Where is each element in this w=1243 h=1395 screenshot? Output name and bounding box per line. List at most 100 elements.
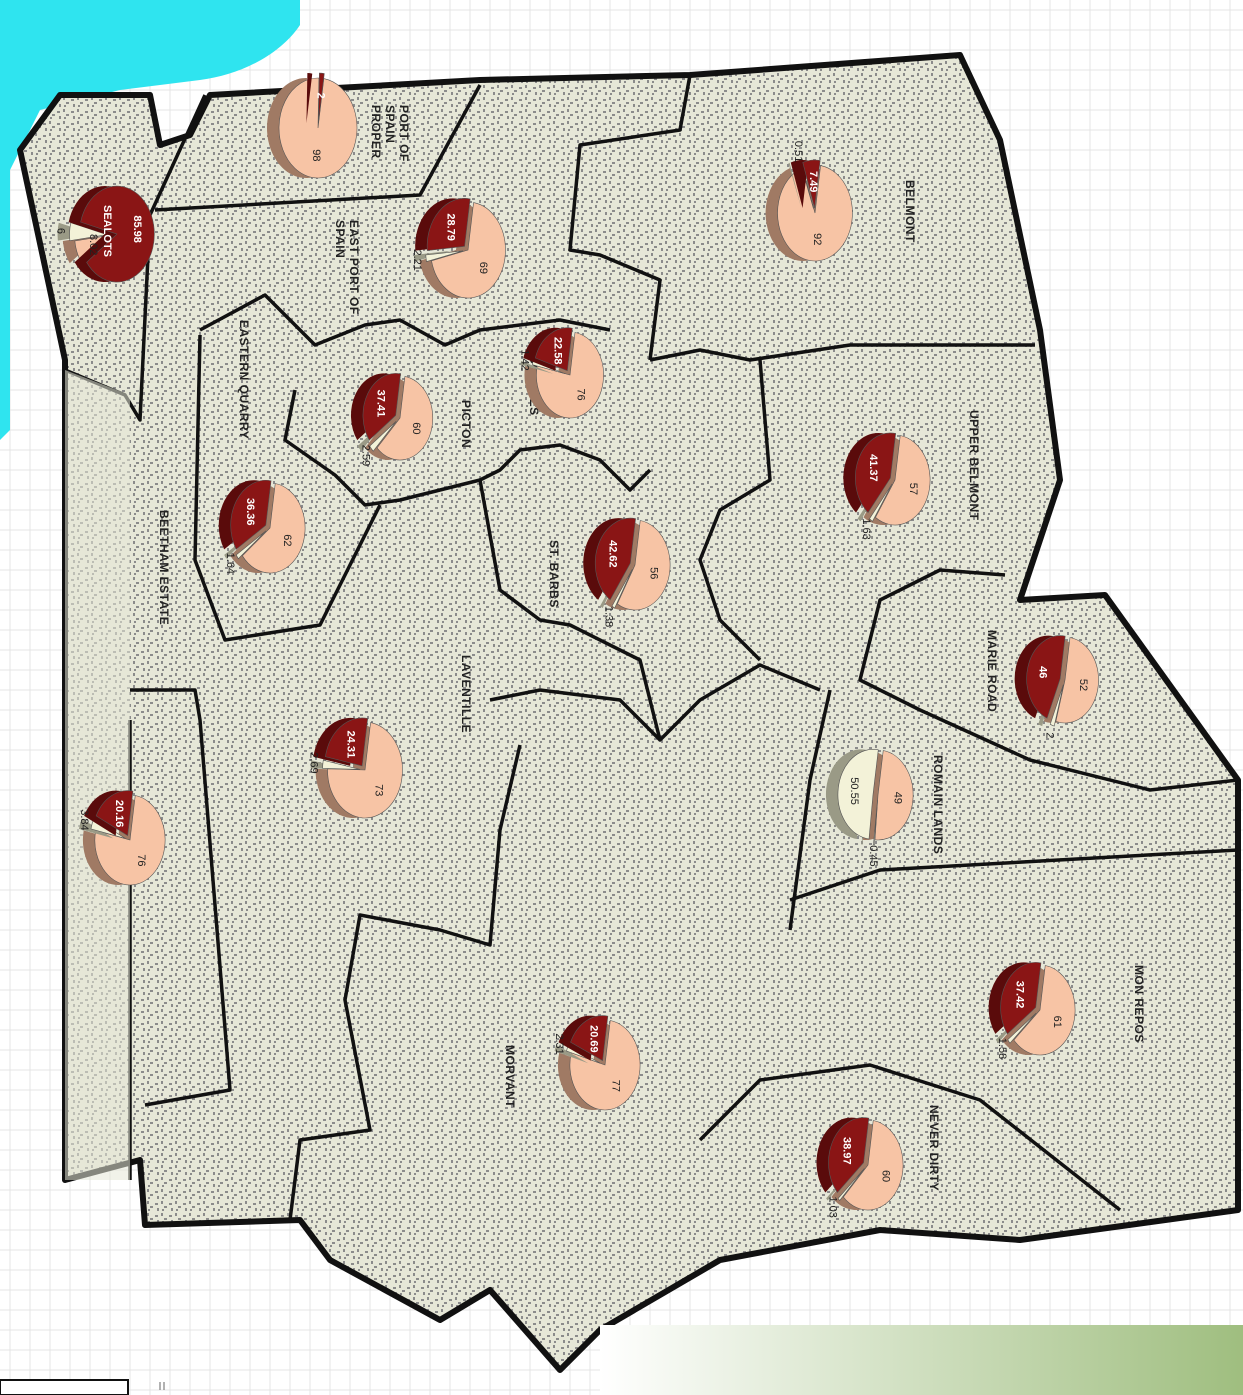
pie-value-label: 2.69 bbox=[308, 752, 320, 773]
pie-slice-c bbox=[1007, 1012, 1037, 1044]
pie-value-label: 60 bbox=[410, 422, 422, 434]
sea-water bbox=[0, 0, 300, 440]
pie-slice-side-c bbox=[520, 360, 554, 374]
district-name: SPAIN bbox=[333, 220, 347, 258]
pie-value-label: 20.16 bbox=[113, 800, 125, 828]
pie-slice-b bbox=[230, 479, 272, 550]
pie-value-label: 37.42 bbox=[1013, 981, 1025, 1009]
pie-slice-c bbox=[235, 530, 267, 560]
pie-value-label: 0.45 bbox=[867, 845, 879, 866]
pie-value-label: 3.84 bbox=[78, 809, 90, 830]
pie-slice-c bbox=[611, 569, 633, 609]
scale-box bbox=[0, 1379, 129, 1395]
district-label-morvant: MORVANT bbox=[503, 1045, 517, 1108]
district-label-upper-belmont: UPPER BELMONT bbox=[967, 410, 981, 521]
pie-slice-a bbox=[431, 202, 506, 299]
pie-value-label: 1.63 bbox=[860, 518, 872, 539]
pie-value-label: 62 bbox=[281, 534, 293, 546]
pie-value-label: 1.58 bbox=[996, 1038, 1008, 1059]
pie-slice-b bbox=[837, 749, 879, 840]
pie-value-label: 1.38 bbox=[603, 606, 615, 627]
pie-value-label: 1.42 bbox=[519, 349, 531, 370]
pie-value-label: 46 bbox=[1037, 666, 1049, 678]
district-name: PICTON bbox=[459, 400, 473, 448]
north-arrow-icon bbox=[159, 1382, 165, 1390]
legend-bar bbox=[600, 1325, 1243, 1395]
pie-slice-a bbox=[278, 77, 358, 179]
district-name: PORT OF bbox=[397, 105, 411, 162]
pie-value-label: 2.21 bbox=[411, 249, 423, 270]
pie-slice-b bbox=[80, 185, 155, 283]
pie-slice-a bbox=[616, 520, 671, 611]
pie-value-label: 36.36 bbox=[244, 498, 256, 526]
pie-value-label: 8.02 bbox=[87, 234, 99, 255]
pie-value-label: 73 bbox=[372, 784, 384, 796]
district-name: LAVENTILLE bbox=[459, 655, 473, 733]
pie-value-label: 60 bbox=[879, 1170, 891, 1182]
pie-mon-repos: 61 1.58 37.42 bbox=[988, 962, 1076, 1059]
pie-slice-a bbox=[327, 722, 403, 819]
pie-value-label: 2 bbox=[1044, 732, 1056, 738]
pie-slice-a bbox=[875, 435, 931, 526]
district-label-never-dirty: NEVER DIRTY bbox=[927, 1105, 941, 1191]
pie-value-label: 2.31 bbox=[553, 1033, 565, 1054]
district-label-belmont: BELMONT bbox=[903, 180, 917, 243]
pie-slice-b bbox=[594, 517, 636, 601]
pie-value-label: 76 bbox=[135, 854, 147, 866]
district-name: MARIE ROAD bbox=[985, 630, 999, 712]
pie-value-label: 41.37 bbox=[867, 454, 879, 482]
district-label-marie-road: MARIE ROAD bbox=[985, 630, 999, 712]
pie-slice-side-b bbox=[306, 73, 313, 124]
district-label-mon-repos: MON REPOS bbox=[1132, 965, 1146, 1043]
pie-marie-road: 52 2 46 bbox=[1014, 635, 1099, 738]
pie-slice-b bbox=[828, 1117, 870, 1194]
pie-slice-c bbox=[369, 421, 397, 452]
beetham-strip bbox=[65, 370, 130, 1180]
pie-value-label: 56 bbox=[647, 567, 659, 579]
pie-value-label: 20.69 bbox=[587, 1025, 599, 1053]
pie-slice-b bbox=[570, 1015, 609, 1062]
pie-slice-a bbox=[376, 376, 434, 461]
pie-value-label: 69 bbox=[477, 262, 489, 274]
pie-value-label: 61 bbox=[1051, 1016, 1063, 1028]
pie-slice-c bbox=[425, 250, 464, 262]
pie-value-label: 0.51 bbox=[792, 141, 804, 162]
district-label-romain-lands: ROMAIN LANDS bbox=[931, 755, 945, 854]
pie-value-label: 42.62 bbox=[607, 540, 619, 568]
pie-slice-b bbox=[802, 159, 821, 209]
district-label-laventille: LAVENTILLE bbox=[459, 655, 473, 733]
pie-value-label: 22.58 bbox=[552, 337, 564, 365]
pie-value-label: 76 bbox=[575, 388, 587, 400]
pie-slice-b bbox=[1000, 962, 1042, 1035]
study-area-boundary bbox=[17, 52, 1241, 1373]
pie-gonzales: 76 1.42 22.58 bbox=[519, 327, 604, 419]
pie-slice-a bbox=[569, 1020, 641, 1111]
pie-belmont: 920.517.49 bbox=[765, 141, 853, 262]
pie-value-label: 2 bbox=[314, 93, 326, 99]
pie-slice-a bbox=[842, 1120, 904, 1211]
pie-slice-a bbox=[242, 483, 306, 574]
pie-slice-a bbox=[94, 795, 166, 886]
pie-st-barbs: 56 1.38 42.62 bbox=[583, 517, 671, 627]
pie-slice-b bbox=[362, 373, 401, 441]
pie-slice-a bbox=[1013, 965, 1076, 1056]
district-label-eastern-quarry: EASTERN QUARRY bbox=[237, 320, 251, 439]
pie-value-label: 49 bbox=[891, 792, 903, 804]
pie-slice-b bbox=[855, 432, 897, 514]
pie-value-label: 52 bbox=[1077, 679, 1089, 691]
district-name: EAST PORT OF bbox=[347, 220, 361, 315]
pie-slice-b bbox=[426, 198, 471, 251]
pie-value-label: 37.41 bbox=[374, 390, 386, 418]
pie-value-label: 24.31 bbox=[344, 731, 356, 759]
pie-value-label: 98 bbox=[310, 149, 322, 161]
pie-port-of-spain-proper: 98 2 bbox=[267, 72, 358, 179]
